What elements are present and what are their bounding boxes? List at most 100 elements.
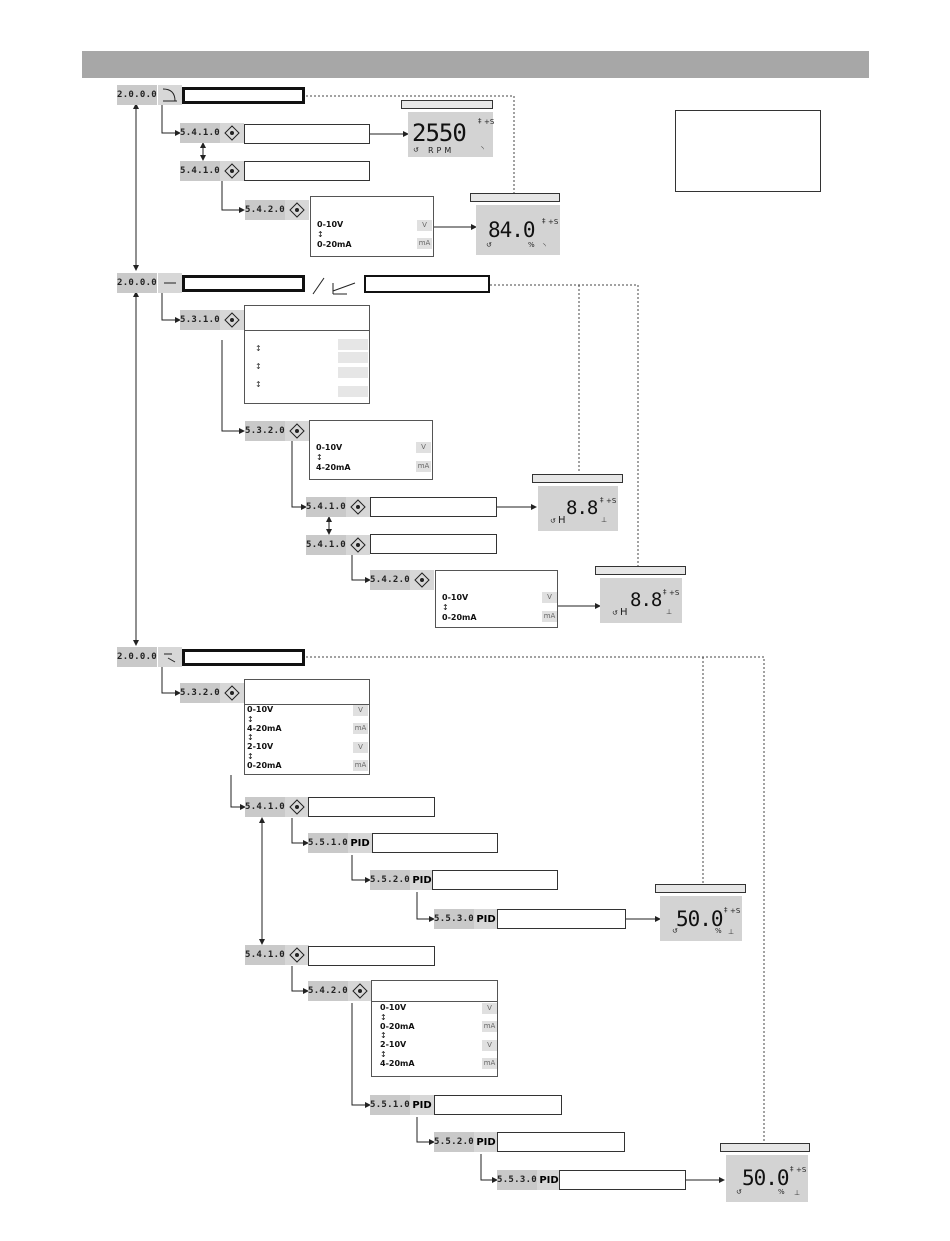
settings-icon [346,497,370,517]
pid-icon: PID [474,1132,498,1152]
menu-code: 2.0.0.0 [117,273,157,293]
rotation-icon: ↺ [550,517,556,525]
display-header [532,474,623,483]
constant-icon: ⊥ [666,608,673,616]
option-0-10v[interactable]: 0-10V [316,443,343,452]
pump-icon: ‡ [542,217,546,225]
display-value: 50.0 [676,907,724,931]
settings-icon [220,310,244,330]
pid-icon: PID [537,1170,561,1190]
mode-tab[interactable] [182,87,305,104]
pump-icon: ‡ [790,1165,794,1173]
unit-badge: V [417,220,432,231]
mode-tab[interactable] [182,275,305,292]
menu-field[interactable] [308,946,435,966]
menu-code: 5.3.2.0 [245,421,285,441]
menu-code: 5.3.1.0 [180,310,220,330]
option-separator: ↕ [255,344,262,353]
unit-badge: mA [416,461,431,472]
display-value: 2550 [412,119,467,147]
menu-field[interactable] [497,909,626,929]
rotation-icon: ↺ [486,241,492,249]
option-separator: ↕ [380,1013,387,1022]
pump-icon: ‡ [600,496,604,504]
option-0-20ma[interactable]: 0-20mA [442,613,477,622]
mode-tab[interactable] [182,649,305,666]
option-0-10v[interactable]: 0-10V [317,220,344,229]
display-value: 8.8 [566,497,598,519]
option-separator: ↕ [316,453,323,462]
option-2-10v[interactable]: 2-10V [380,1040,407,1049]
settings-icon [285,421,309,441]
value-box[interactable] [338,386,368,397]
ps-label: +S [484,118,495,126]
option-4-20ma[interactable]: 4-20mA [247,724,282,733]
unit-badge: mA [482,1058,497,1069]
ps-label: +S [669,589,680,597]
option-0-20ma[interactable]: 0-20mA [247,761,282,770]
menu-field[interactable] [372,833,498,853]
menu-field[interactable] [308,797,435,817]
menu-field[interactable] [559,1170,686,1190]
signal-options-panel: 0-10V ↕ 4-20mA V mA [309,420,433,480]
mode-tab[interactable] [364,275,490,293]
display-header [720,1143,810,1152]
menu-field[interactable] [370,534,497,554]
menu-code: 5.4.1.0 [306,497,346,517]
settings-icon [220,161,244,181]
value-box[interactable] [338,367,368,378]
percent-label: % [528,241,535,249]
option-separator: ↕ [255,362,262,371]
menu-field[interactable] [370,497,497,517]
option-0-10v[interactable]: 0-10V [442,593,469,602]
option-4-20ma[interactable]: 4-20mA [316,463,351,472]
menu-code: 5.4.2.0 [245,200,285,220]
ps-label: +S [606,497,617,505]
display-value: 8.8 [630,589,662,611]
unit-badge: V [353,742,368,753]
h-label: H [620,607,628,618]
panel-header [245,306,369,331]
unit-badge: mA [542,611,557,622]
menu-field[interactable] [432,870,558,890]
menu-code: 2.0.0.0 [117,85,157,105]
option-0-20ma[interactable]: 0-20mA [380,1022,415,1031]
menu-code: 5.4.1.0 [306,535,346,555]
display-header [470,193,560,202]
display-500: 50.0 ‡ +S ↺ % ⊥ [726,1155,808,1202]
value-box[interactable] [338,339,368,350]
rotation-icon: ↺ [612,609,618,617]
signal-options-panel: 0-10V ↕ 0-20mA V mA [310,196,434,257]
settings-icon [410,570,434,590]
menu-field[interactable] [497,1132,625,1152]
option-0-20ma[interactable]: 0-20mA [317,240,352,249]
curve-icon: ◝ [481,145,484,153]
unit-badge: V [482,1040,497,1051]
curve-icon [158,85,182,105]
value-box[interactable] [338,352,368,363]
option-separator: ↕ [247,715,254,724]
option-0-10v[interactable]: 0-10V [380,1003,407,1012]
display-value: 50.0 [742,1166,790,1190]
menu-field[interactable] [434,1095,562,1115]
h-label: H [558,515,566,526]
pump-icon: ‡ [478,117,482,125]
unit-badge: mA [482,1021,497,1032]
rpm-unit: RPM [428,146,455,155]
pid-icon: PID [410,870,434,890]
option-0-10v[interactable]: 0-10V [247,705,274,714]
menu-code: 5.4.1.0 [245,797,285,817]
unit-badge: V [482,1003,497,1014]
option-4-20ma[interactable]: 4-20mA [380,1059,415,1068]
menu-code: 5.5.3.0 [497,1170,537,1190]
settings-panel: ↕ ↕ ↕ [244,305,370,404]
option-2-10v[interactable]: 2-10V [247,742,274,751]
menu-code: 5.3.2.0 [180,683,220,703]
menu-code: 5.5.2.0 [434,1132,474,1152]
display-header [401,100,493,109]
pump-icon: ‡ [724,906,728,914]
menu-field[interactable] [244,124,370,144]
menu-code: 5.4.1.0 [180,123,220,143]
unit-badge: mA [417,238,432,249]
menu-field[interactable] [244,161,370,181]
